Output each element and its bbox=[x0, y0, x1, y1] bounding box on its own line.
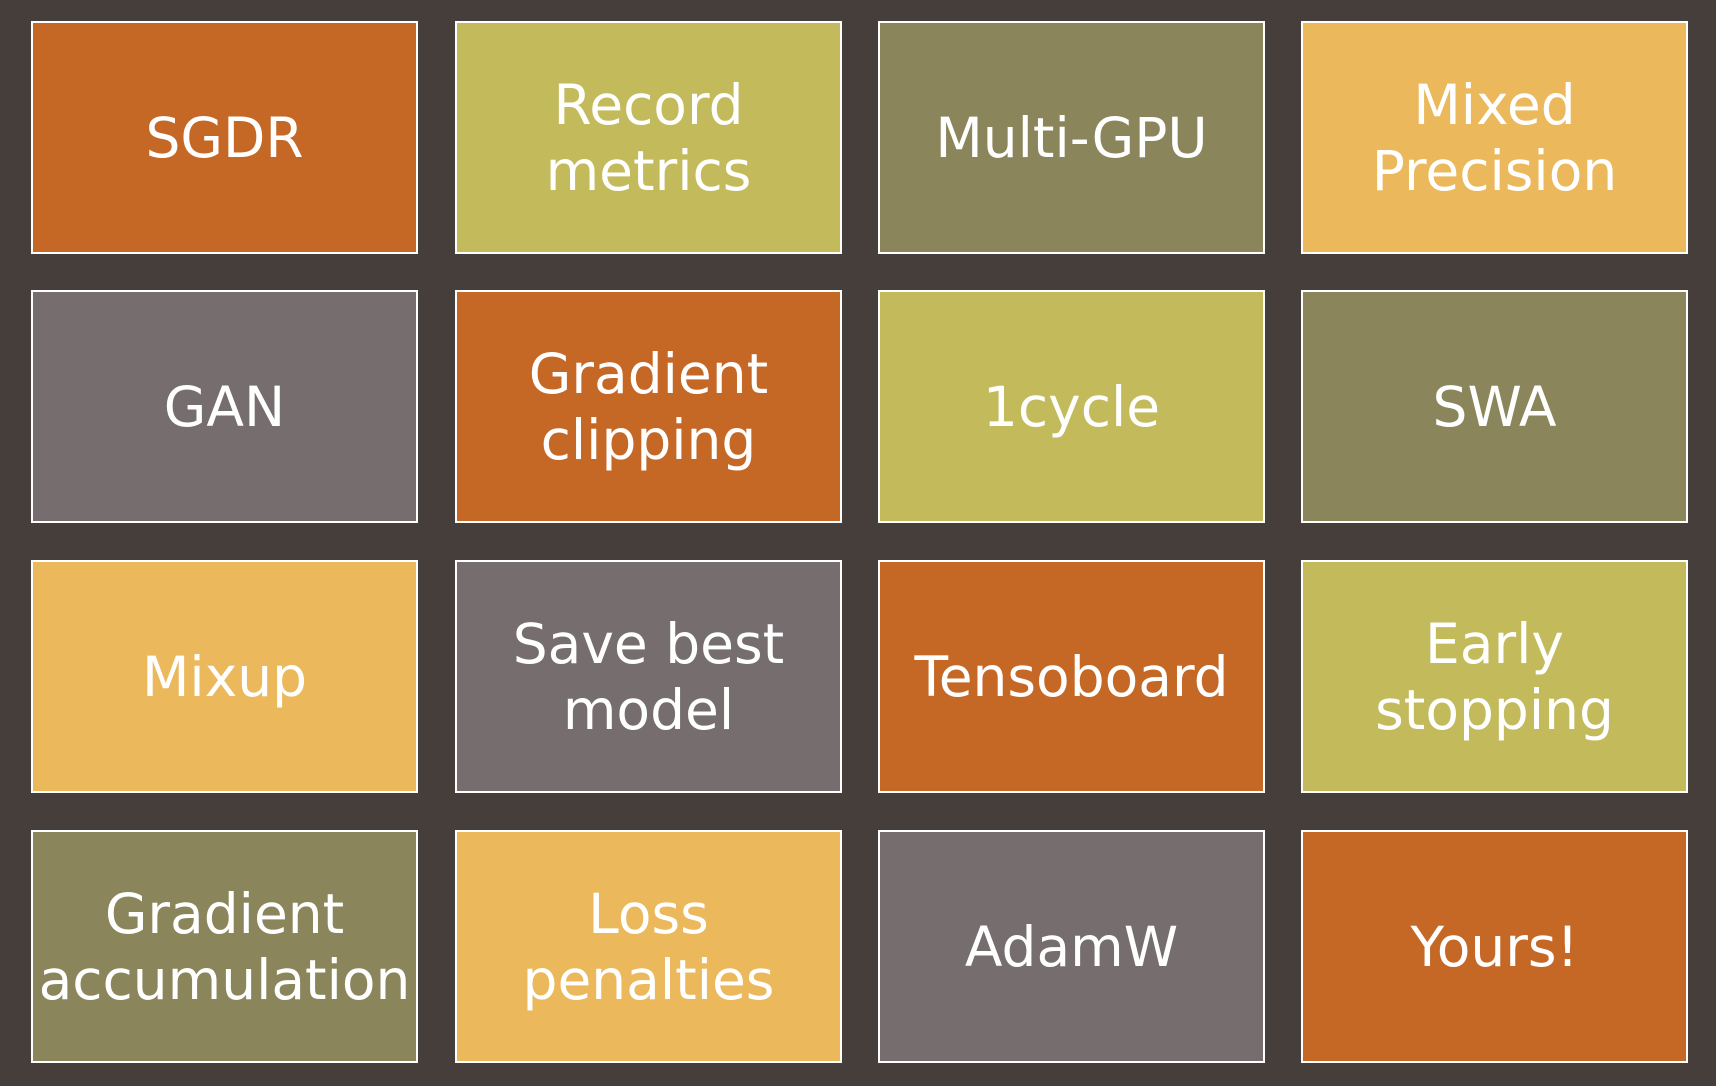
tile-label: Mixed Precision bbox=[1371, 72, 1618, 203]
tile-label: Multi-GPU bbox=[935, 105, 1208, 170]
tile-label: Tensoboard bbox=[914, 644, 1229, 709]
tile-early-stopping: Early stopping bbox=[1301, 560, 1688, 793]
tile-label: Mixup bbox=[141, 644, 308, 709]
tile-label: SWA bbox=[1432, 374, 1557, 439]
tile-label: Gradient clipping bbox=[528, 341, 769, 472]
tile-loss-penalties: Loss penalties bbox=[455, 830, 842, 1063]
tile-label: SGDR bbox=[145, 105, 304, 170]
tile-label: 1cycle bbox=[982, 374, 1161, 439]
tile-gradient-accumulation: Gradient accumulation bbox=[31, 830, 418, 1063]
tile-label: Loss penalties bbox=[522, 881, 775, 1012]
tile-save-best-model: Save best model bbox=[455, 560, 842, 793]
tile-mixed-precision: Mixed Precision bbox=[1301, 21, 1688, 254]
tile-adamw: AdamW bbox=[878, 830, 1265, 1063]
tile-label: Early stopping bbox=[1375, 611, 1614, 742]
tile-label: Save best model bbox=[512, 611, 785, 742]
tile-label: GAN bbox=[163, 374, 286, 439]
tile-label: Record metrics bbox=[545, 72, 752, 203]
tile-label: AdamW bbox=[964, 914, 1179, 979]
tile-multi-gpu: Multi-GPU bbox=[878, 21, 1265, 254]
tile-yours: Yours! bbox=[1301, 830, 1688, 1063]
tile-record-metrics: Record metrics bbox=[455, 21, 842, 254]
tile-sgdr: SGDR bbox=[31, 21, 418, 254]
tile-swa: SWA bbox=[1301, 290, 1688, 523]
tile-label: Gradient accumulation bbox=[38, 881, 411, 1012]
tile-mixup: Mixup bbox=[31, 560, 418, 793]
tile-tensoboard: Tensoboard bbox=[878, 560, 1265, 793]
tile-gan: GAN bbox=[31, 290, 418, 523]
tile-1cycle: 1cycle bbox=[878, 290, 1265, 523]
tile-label: Yours! bbox=[1410, 914, 1579, 979]
tile-gradient-clipping: Gradient clipping bbox=[455, 290, 842, 523]
